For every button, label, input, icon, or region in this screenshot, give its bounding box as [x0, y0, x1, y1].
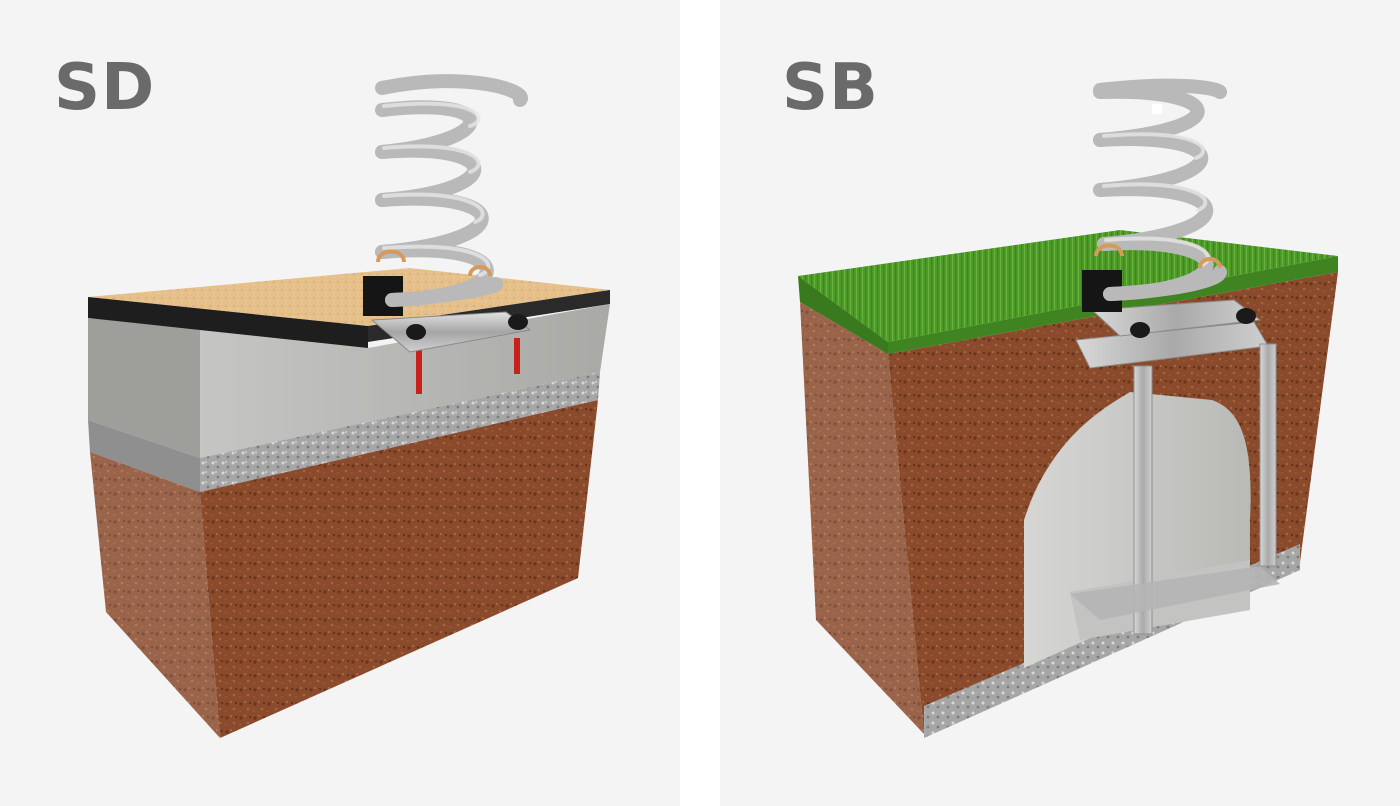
panel-label-sb: SB: [782, 51, 879, 125]
concrete-side: [88, 318, 200, 458]
soil-front: [200, 400, 598, 738]
anchor-bolt-right: [514, 338, 520, 374]
concrete-front: [200, 304, 610, 458]
panel-sd: SD: [0, 0, 680, 806]
base-plate: [370, 311, 532, 353]
panel-sb: SB: [720, 0, 1400, 806]
gravel-band: [200, 372, 600, 492]
soil-side: [90, 452, 220, 738]
frame-leg-left: [1133, 365, 1153, 635]
ground-frame-icon: [1070, 321, 1280, 635]
anchor-bolt-left: [416, 350, 422, 394]
sb-illustration: [798, 78, 1338, 738]
sd-illustration: [88, 74, 610, 738]
frame-leg-right: [1259, 343, 1277, 567]
spring-icon: [375, 74, 529, 307]
frame-bottom-plate: [1070, 566, 1280, 620]
soil-side: [800, 302, 924, 734]
panel-label-sd: SD: [54, 51, 156, 125]
